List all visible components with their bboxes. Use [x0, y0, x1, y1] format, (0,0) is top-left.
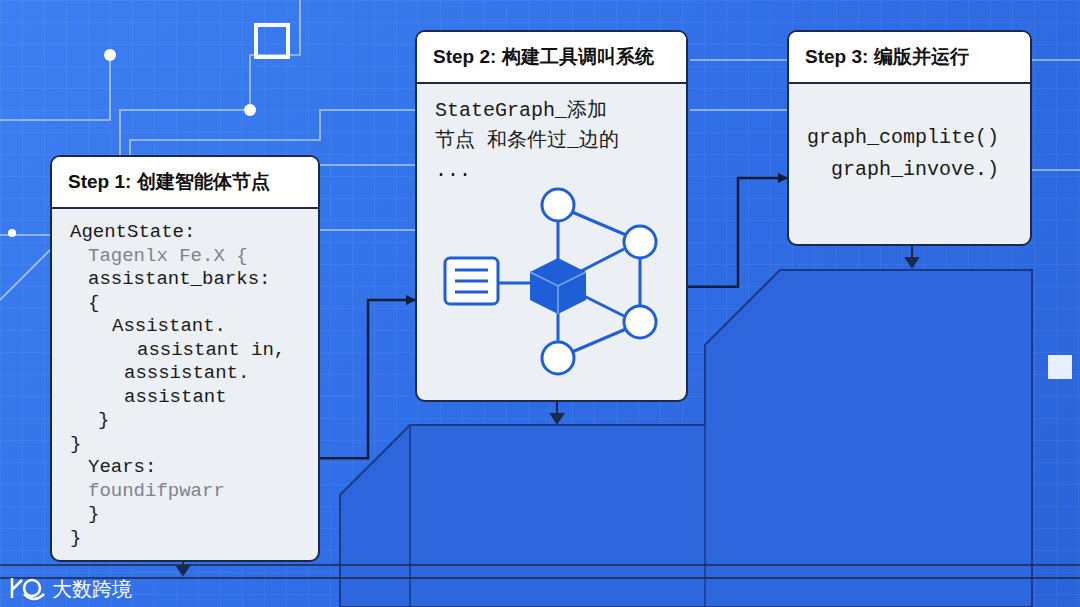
code-line: assistant_barks: [70, 268, 304, 292]
code-body: AgentState:Tagenlx Fe.X {assistant_barks… [52, 209, 318, 560]
code-line: asssistant. [70, 362, 304, 386]
step-heading: Step 1: 创建智能体节点 [52, 157, 318, 209]
code-line: StateGraph_添加 [435, 96, 672, 126]
flow-arrow [320, 300, 415, 458]
step-heading: Step 3: 编版并运行 [789, 32, 1030, 84]
code-body: StateGraph_添加节点 和条件过_边的... [417, 84, 686, 196]
code-line: } [70, 503, 304, 527]
code-body: graph_complite()graph_invove.) [789, 84, 1030, 196]
watermark-logo [12, 578, 44, 599]
code-line: } [70, 409, 304, 433]
flow-arrow [688, 178, 787, 287]
code-line: } [70, 527, 304, 551]
code-line: } [70, 433, 304, 457]
code-line: assistant in, [70, 339, 304, 363]
code-line: AgentState: [70, 221, 304, 245]
code-line: graph_complite() [807, 122, 1016, 154]
code-line: assistant [70, 386, 304, 410]
code-line: 节点 和条件过_边的 [435, 126, 672, 156]
watermark: 大数跨境 [52, 576, 132, 603]
step-box: Step 3: 编版并运行graph_complite()graph_invov… [787, 30, 1032, 246]
code-line: Years: [70, 456, 304, 480]
step-heading: Step 2: 构建工具调叫系统 [417, 32, 686, 84]
code-line: graph_invove.) [807, 154, 1016, 186]
step-box: Step 1: 创建智能体节点AgentState:Tagenlx Fe.X {… [50, 155, 320, 562]
code-line: { [70, 292, 304, 316]
code-line: Tagenlx Fe.X { [70, 245, 304, 269]
code-line: ... [435, 156, 672, 186]
code-line: foundifpwarr [70, 480, 304, 504]
code-line: Assistant. [70, 315, 304, 339]
